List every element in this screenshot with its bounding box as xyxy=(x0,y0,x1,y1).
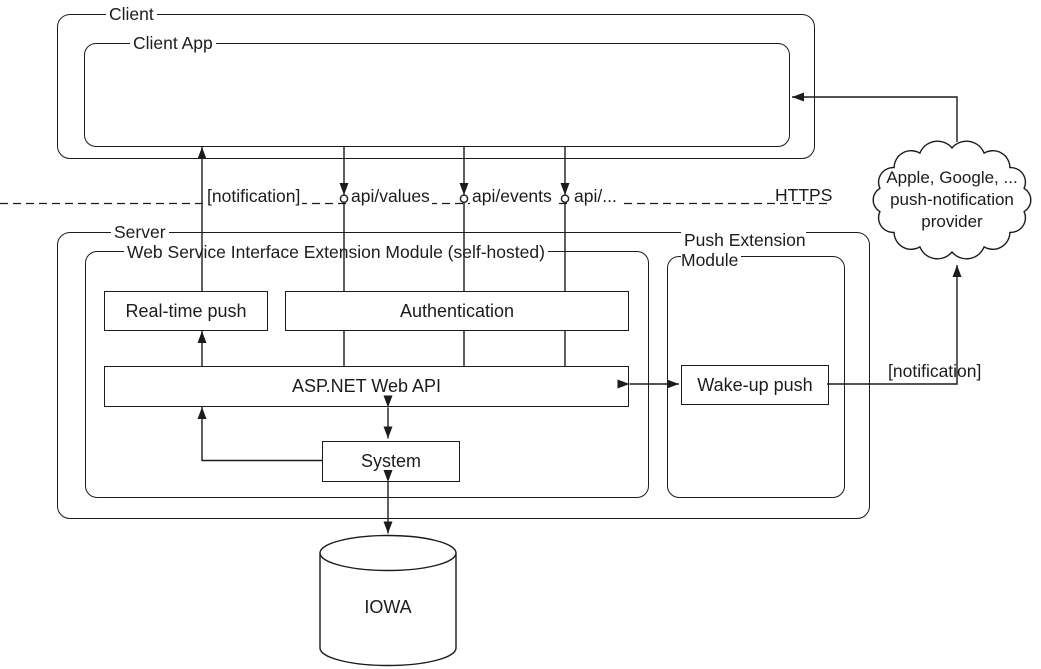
iowa-database-cylinder xyxy=(319,534,457,667)
wakeup-push-label: Wake-up push xyxy=(697,374,813,395)
aspnet-web-api-node: ASP.NET Web API xyxy=(104,366,629,407)
push-extension-module-container-title: Push Extension Module xyxy=(681,230,806,270)
https-boundary-label: HTTPS xyxy=(775,185,833,205)
client-container-box xyxy=(57,14,815,159)
system-label: System xyxy=(360,451,421,471)
wakeup-push-node: Wake-up push xyxy=(681,365,829,405)
server-container-title: Server xyxy=(111,222,169,242)
client-app-container-title: Client App xyxy=(130,33,216,53)
cloud-text-line3: provider xyxy=(921,212,983,231)
client-app-container-box xyxy=(84,43,790,147)
notification-to-provider-label: [notification] xyxy=(888,361,982,381)
realtime-push-node: Real-time push xyxy=(104,291,268,331)
iowa-database-label: IOWA xyxy=(364,597,412,617)
wsiem-container-title: Web Service Interface Extension Module (… xyxy=(124,242,548,262)
system-node: System xyxy=(322,441,460,482)
cloud-text-line1: Apple, Google, ... xyxy=(886,168,1018,187)
cloud-text-line2: push-notification xyxy=(890,190,1014,209)
authentication-label: Authentication xyxy=(399,300,515,321)
client-container-title: Client xyxy=(106,4,157,24)
api-events-label: api/events xyxy=(470,186,554,206)
push-provider-cloud xyxy=(872,140,1032,260)
api-more-label: api/... xyxy=(572,186,619,206)
aspnet-web-api-label: ASP.NET Web API xyxy=(291,376,442,396)
authentication-node: Authentication xyxy=(285,291,629,331)
push-provider-cloud-text: Apple, Google, ... push-notification pro… xyxy=(872,167,1032,233)
api-values-label: api/values xyxy=(349,186,432,206)
notification-to-client-label: [notification] xyxy=(205,186,303,206)
realtime-push-label: Real-time push xyxy=(125,300,247,321)
